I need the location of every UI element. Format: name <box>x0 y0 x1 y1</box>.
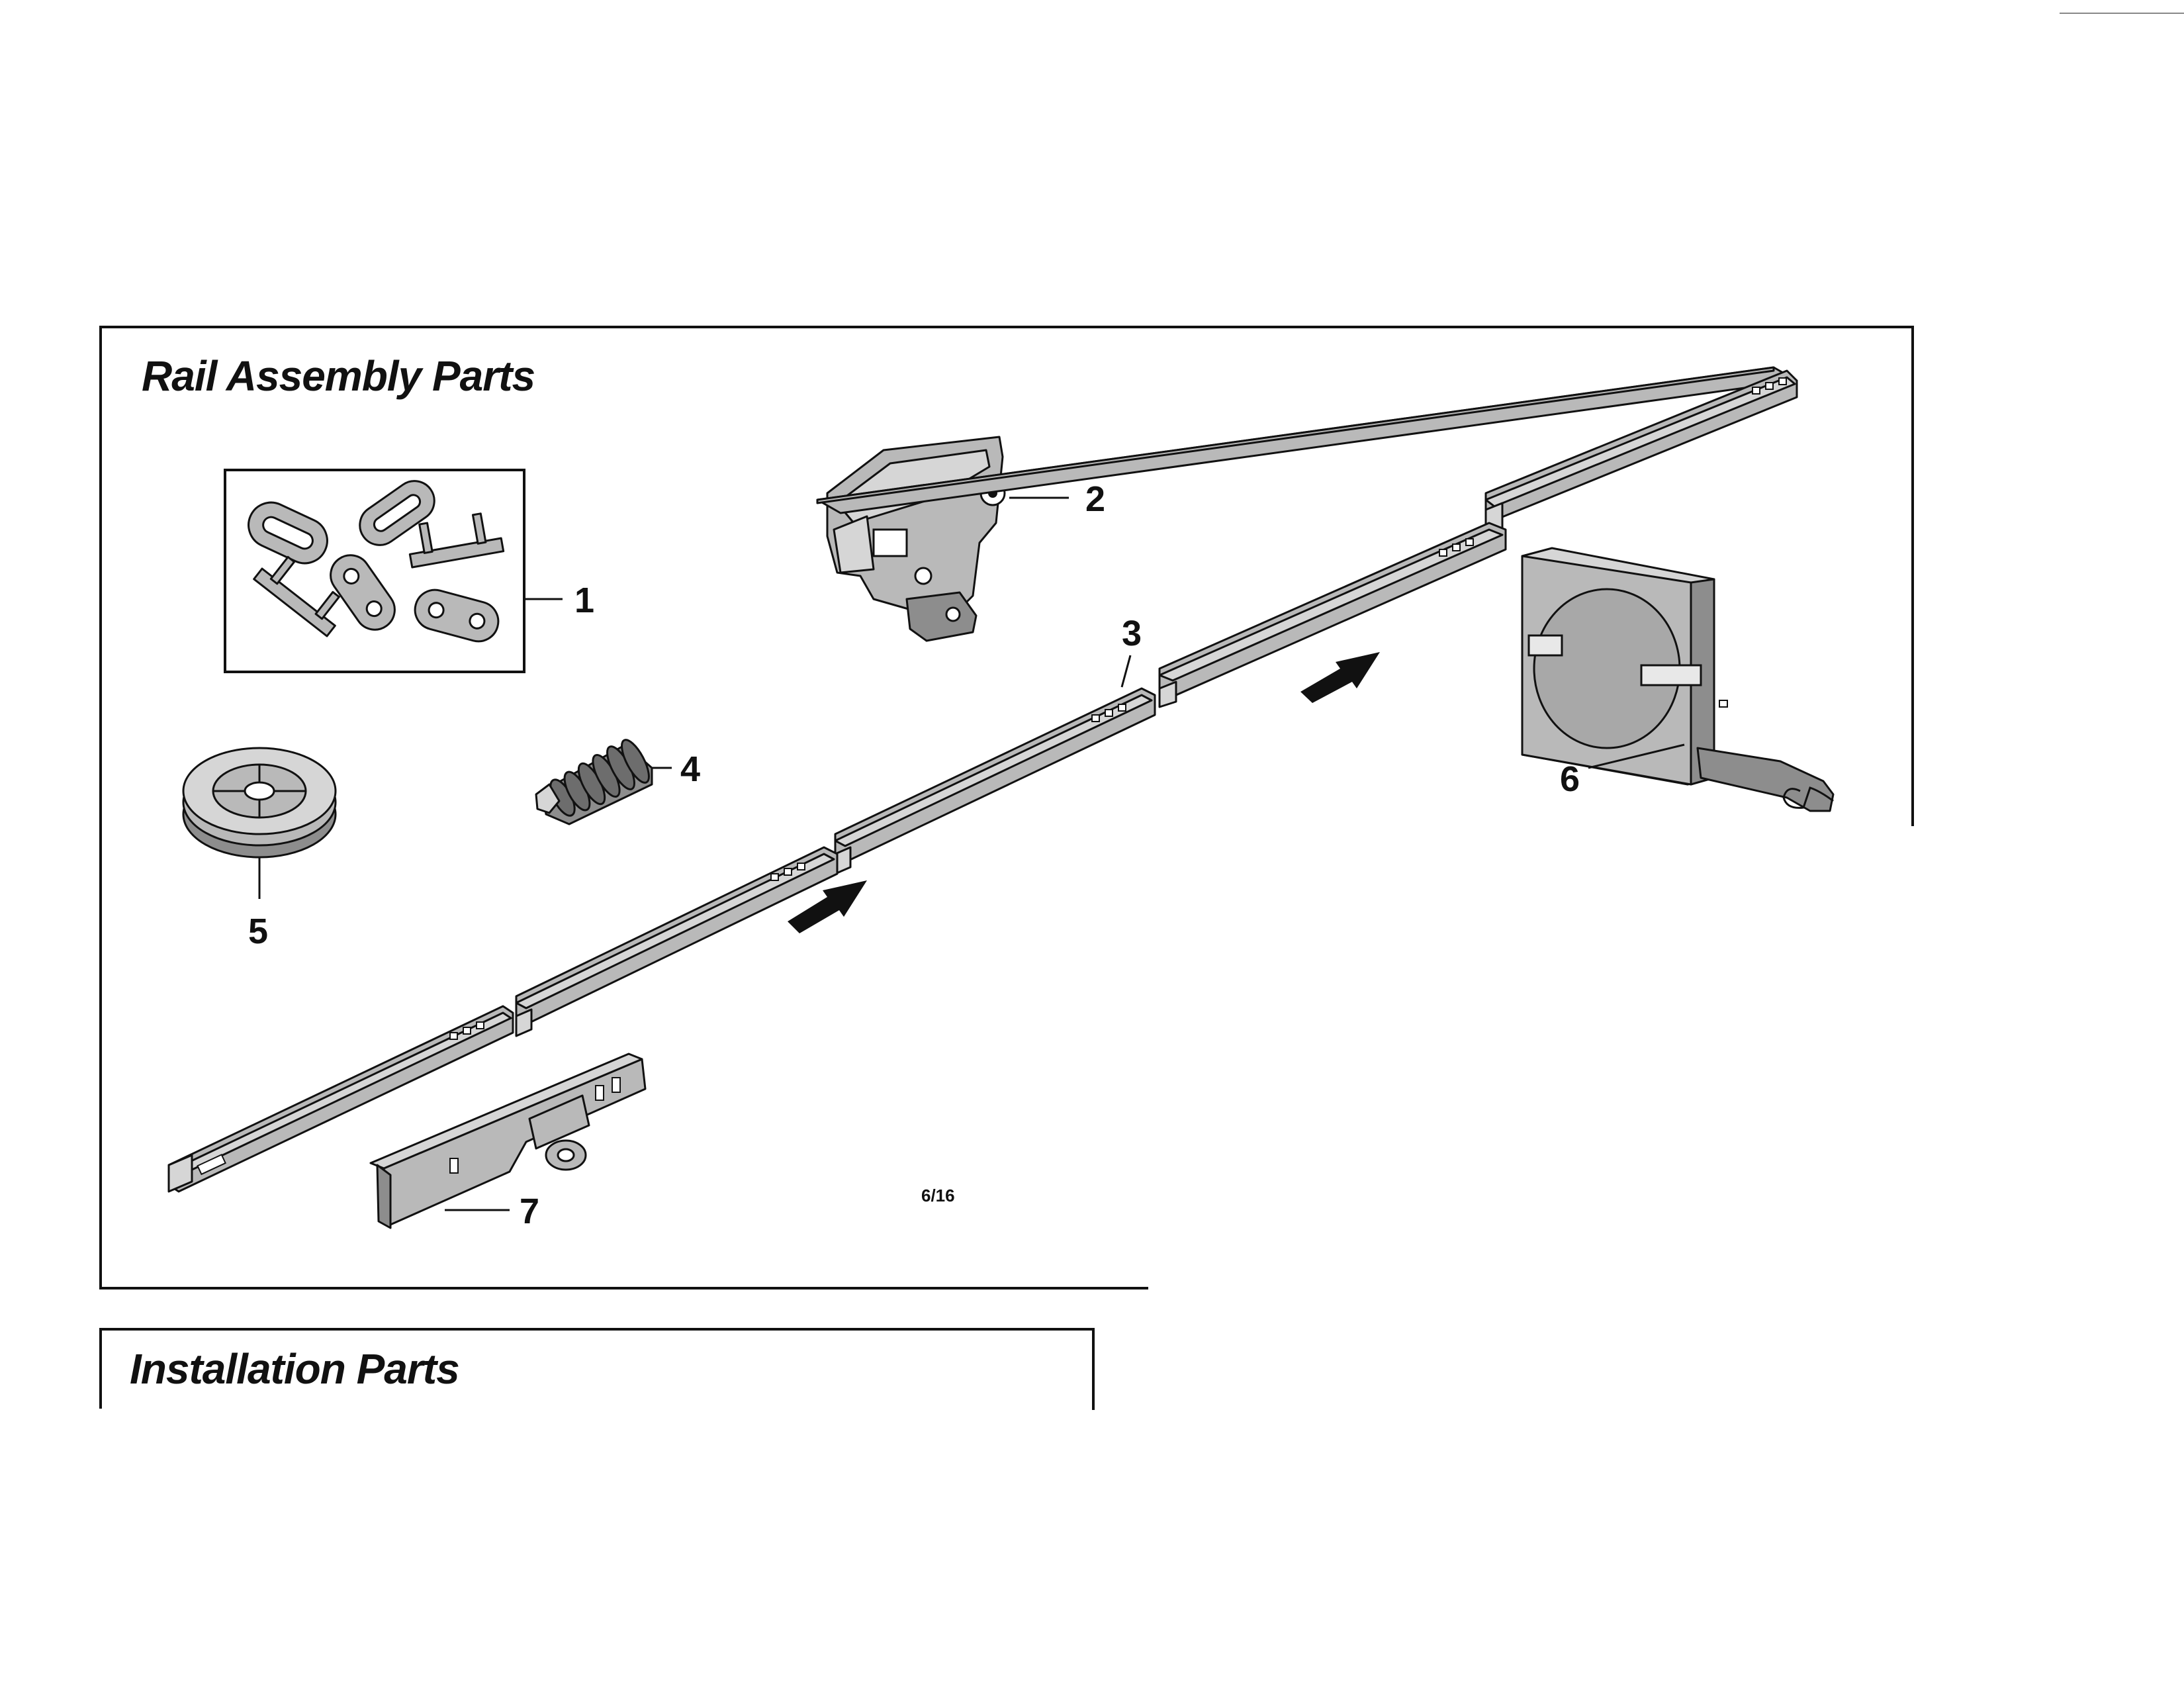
part-4-spring <box>535 739 672 825</box>
installation-parts-frame <box>99 1328 1095 1410</box>
callout-1: 1 <box>574 581 594 620</box>
part-3-rail-sections <box>167 366 1798 1193</box>
installation-parts-title: Installation Parts <box>130 1345 459 1393</box>
part-1-master-link-kit <box>224 469 563 673</box>
part-2-trolley <box>826 436 1069 642</box>
part-5-pulley <box>182 747 337 899</box>
callout-5: 5 <box>248 912 268 951</box>
callout-6: 6 <box>1560 759 1580 799</box>
callout-3: 3 <box>1122 614 1142 653</box>
assembly-arrow-upper <box>1300 652 1380 703</box>
part-7-header-bracket <box>369 1053 647 1229</box>
page-code: 6/16 <box>921 1186 955 1205</box>
rail-assembly-frame <box>99 326 1914 1289</box>
callout-7: 7 <box>520 1192 539 1231</box>
assembly-arrow-lower <box>788 880 867 933</box>
rail-assembly-title: Rail Assembly Parts <box>142 352 535 400</box>
callout-4: 4 <box>680 749 700 789</box>
callout-2: 2 <box>1085 479 1105 519</box>
part-6-chain-spool-box <box>1521 547 1835 812</box>
